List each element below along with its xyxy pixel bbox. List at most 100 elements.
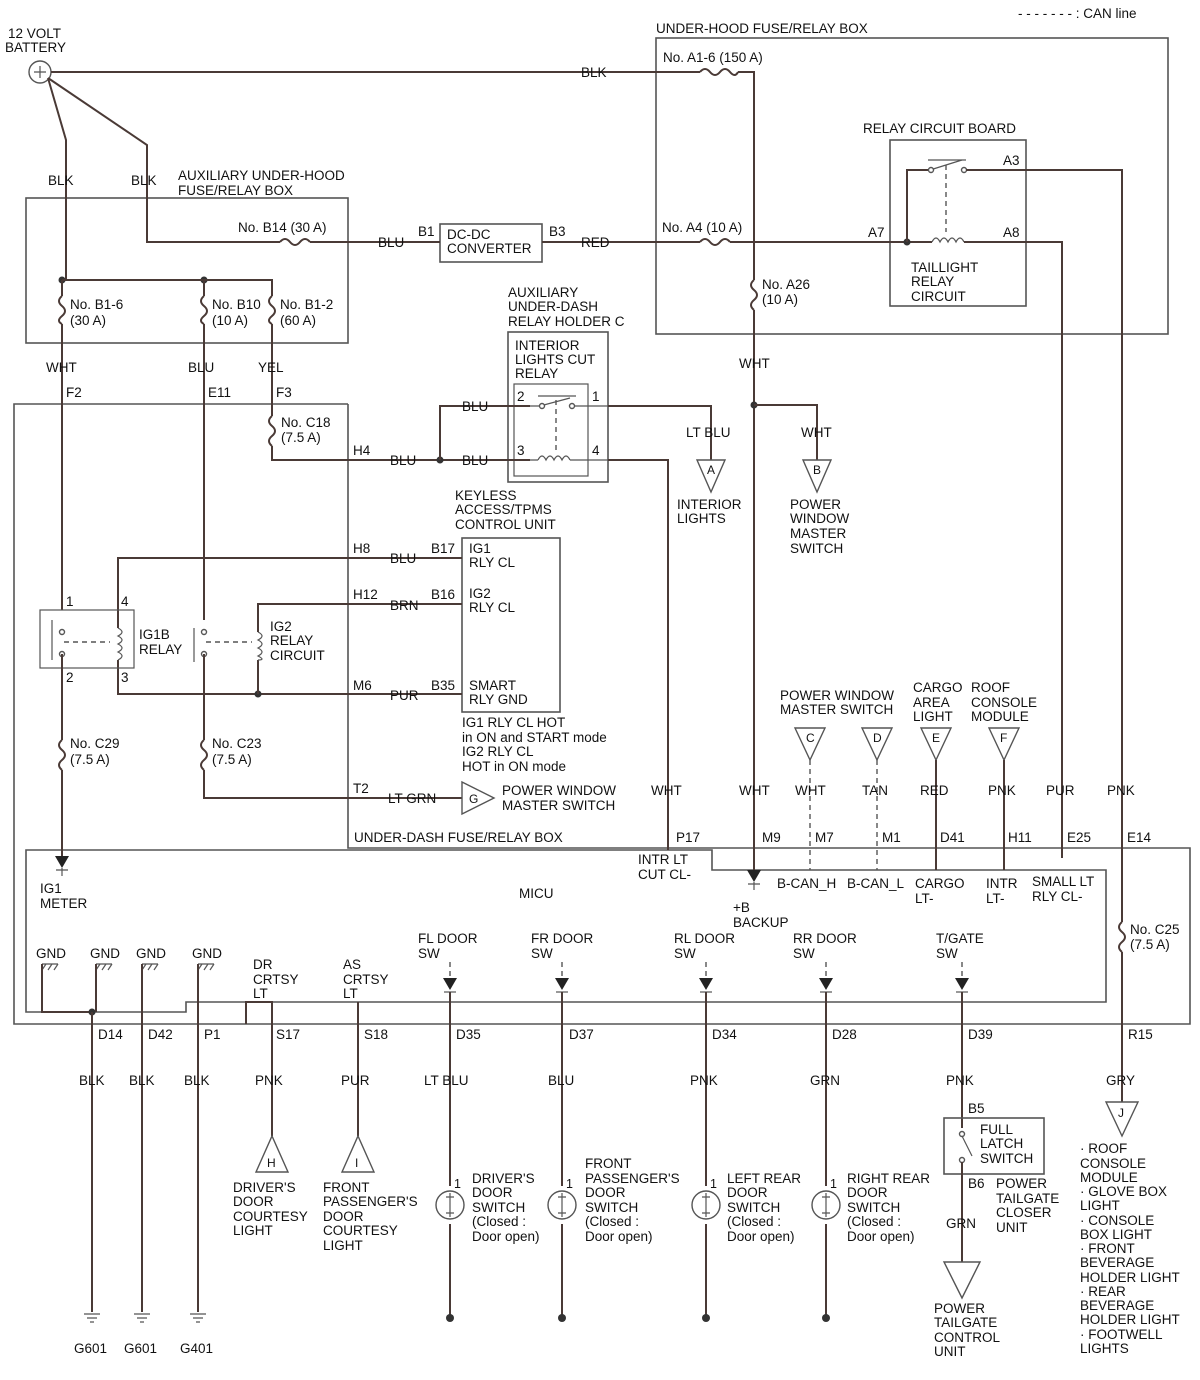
svg-text:1: 1 [454, 1177, 461, 1191]
keyless-pin-smart-2: RLY GND [469, 692, 528, 707]
svg-text:1: 1 [710, 1177, 717, 1191]
relay-circuit-board [889, 139, 1027, 307]
micu-as-3: LT [343, 986, 358, 1001]
svg-text:· GLOVE BOX: · GLOVE BOX [1080, 1184, 1167, 1199]
full-latch-1: FULL [980, 1122, 1014, 1137]
keyless-pin-ig1-1: IG1 [469, 541, 491, 556]
term-t2: T2 [353, 781, 369, 796]
svg-text:RL DOOR: RL DOOR [674, 931, 735, 946]
svg-text:DOOR: DOOR [585, 1185, 626, 1200]
svg-text:Door open): Door open) [585, 1229, 653, 1244]
term-ig1b-1: 1 [66, 594, 74, 609]
connector-i-triangle [340, 1134, 376, 1173]
svg-text:PASSENGER'S: PASSENGER'S [585, 1171, 680, 1186]
wire-label-pnk-d39: PNK [946, 1073, 974, 1088]
wire-label-wht-p17: WHT [651, 783, 682, 798]
svg-text:T/GATE: T/GATE [936, 931, 984, 946]
wire-label-wht-a26: WHT [739, 356, 770, 371]
taillight-label-1: TAILLIGHT [911, 260, 978, 275]
fuse-a26 [750, 279, 758, 311]
micu-intr-1: INTR [986, 876, 1018, 891]
svg-text:SWITCH: SWITCH [585, 1200, 638, 1215]
term-b1: B1 [418, 224, 435, 239]
term-p1: P1 [204, 1027, 221, 1042]
fuse-a26-label-1: No. A26 [762, 277, 810, 292]
svg-text:UNIT: UNIT [934, 1344, 966, 1359]
wire-label-grn-d28: GRN [810, 1073, 840, 1088]
fuse-b16-l2: (30 A) [70, 313, 106, 328]
dest-f-1: ROOF [971, 680, 1010, 695]
fuse-a16-label: No. A1-6 (150 A) [663, 50, 763, 65]
connector-a-triangle [695, 459, 727, 494]
connector-a-label: A [707, 463, 715, 477]
micu-small-2: RLY CL- [1032, 889, 1083, 904]
term-ig1b-3: 3 [121, 670, 129, 685]
aux-under-hood-box [25, 197, 349, 344]
ig2-label-2: RELAY [270, 633, 313, 648]
j-destinations-list: · ROOF CONSOLE MODULE · GLOVE BOX LIGHT … [1080, 1141, 1180, 1356]
svg-text:DRIVER'S: DRIVER'S [233, 1180, 296, 1195]
svg-text:· FRONT: · FRONT [1080, 1241, 1135, 1256]
dest-fp-courtesy: FRONT PASSENGER'S DOOR COURTESY LIGHT [323, 1180, 418, 1253]
svg-text:(Closed :: (Closed : [585, 1214, 639, 1229]
micu-intr-cut-2: CUT CL- [638, 867, 691, 882]
keyless-control-unit [461, 537, 561, 713]
keyless-label-2: ACCESS/TPMS [455, 502, 552, 517]
term-h8: H8 [353, 541, 370, 556]
dest-g-2: MASTER SWITCH [502, 798, 615, 813]
dest-pt-control: POWER TAILGATE CONTROL UNIT [934, 1301, 1000, 1359]
fuse-b10-l2: (10 A) [212, 313, 248, 328]
micu-intr-2: LT- [986, 891, 1005, 906]
connector-b-label: B [813, 463, 821, 477]
svg-text:LIGHT: LIGHT [1080, 1198, 1120, 1213]
micu-cargo-1: CARGO [915, 876, 965, 891]
term-relay-3: 3 [517, 443, 525, 458]
wire-label-blu-3: BLU [462, 453, 488, 468]
dest-e-3: LIGHT [913, 709, 953, 724]
wire-label-pnk-d34: PNK [690, 1073, 718, 1088]
term-b35: B35 [431, 678, 455, 693]
dest-a-1: INTERIOR [677, 497, 742, 512]
svg-text:POWER: POWER [996, 1176, 1047, 1191]
term-s17: S17 [276, 1027, 300, 1042]
connector-e-triangle [919, 727, 953, 762]
svg-text:HOLDER LIGHT: HOLDER LIGHT [1080, 1312, 1180, 1327]
svg-text:POWER: POWER [934, 1301, 985, 1316]
fuse-a4 [699, 238, 731, 246]
full-latch-2: LATCH [980, 1136, 1023, 1151]
term-m9: M9 [762, 830, 781, 845]
door-switch-columns: FL DOOR SW FR DOOR SW RL DOOR SW RR DOOR… [418, 931, 984, 961]
svg-text:GND: GND [36, 946, 66, 961]
svg-text:LEFT REAR: LEFT REAR [727, 1171, 801, 1186]
dcdc-label-1: DC-DC [447, 227, 491, 242]
svg-text:GND: GND [90, 946, 120, 961]
wire-label-ltblu-d35: LT BLU [424, 1073, 469, 1088]
svg-text:1: 1 [830, 1177, 837, 1191]
ground-g601-b: G601 [124, 1341, 157, 1356]
fuse-b10-l1: No. B10 [212, 297, 261, 312]
keyless-note-2: in ON and START mode [462, 730, 607, 745]
ig1b-label-2: RELAY [139, 642, 182, 657]
svg-text:DOOR: DOOR [847, 1185, 888, 1200]
dcdc-label-2: CONVERTER [447, 241, 532, 256]
svg-text:LIGHT: LIGHT [233, 1223, 273, 1238]
ig2-label-1: IG2 [270, 619, 292, 634]
wire-label-grn-b6: GRN [946, 1216, 976, 1231]
term-p17: P17 [676, 830, 700, 845]
connector-d-label: D [873, 731, 882, 745]
fuse-c23-l1: No. C23 [212, 736, 262, 751]
wire-label-blk-p1: BLK [184, 1073, 210, 1088]
svg-text:Door open): Door open) [847, 1229, 915, 1244]
term-ig1b-2: 2 [66, 670, 74, 685]
term-e25: E25 [1067, 830, 1091, 845]
fuse-a26-label-2: (10 A) [762, 292, 798, 307]
svg-text:1: 1 [566, 1177, 573, 1191]
ground-symbols [84, 1313, 206, 1323]
wire-label-blu-2: BLU [462, 399, 488, 414]
power-tailgate-control-triangle [942, 1261, 982, 1300]
term-m7: M7 [815, 830, 834, 845]
battery-label-1: 12 VOLT [8, 26, 61, 41]
wire-label-blu-b14: BLU [378, 235, 404, 250]
wire-label-red: RED [581, 235, 610, 250]
svg-text:MODULE: MODULE [1080, 1170, 1138, 1185]
